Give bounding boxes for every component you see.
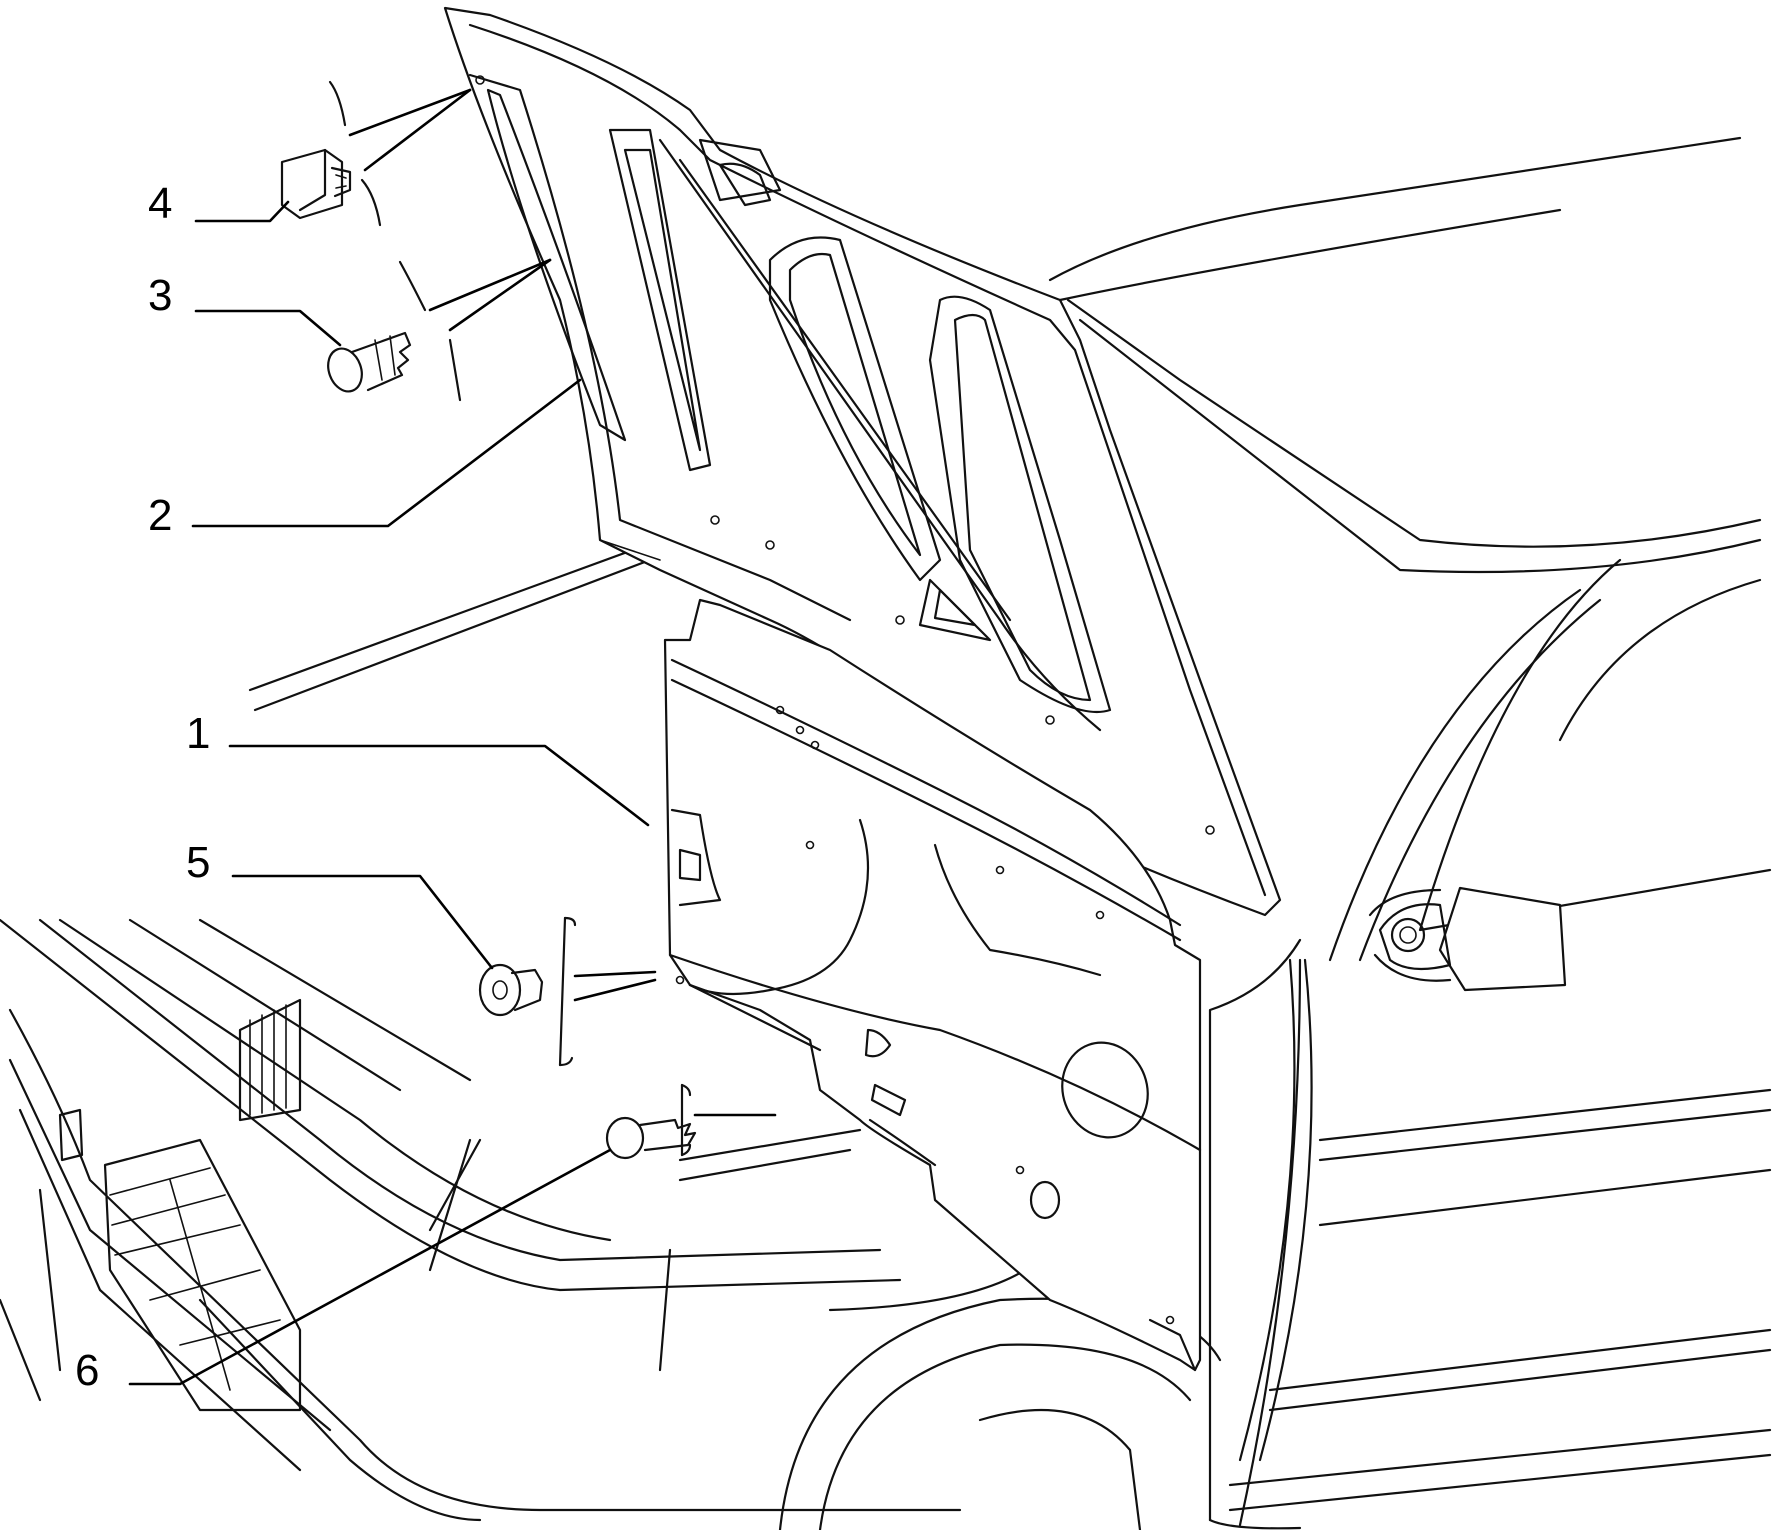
leader-lines (128, 88, 777, 1386)
callout-2: 2 (148, 491, 172, 540)
clip-part-4 (280, 148, 352, 220)
insulation-panel (663, 598, 1202, 1372)
screw-part-6 (605, 1116, 697, 1160)
callout-6: 6 (75, 1346, 99, 1395)
fastener-part-5 (478, 963, 544, 1017)
callout-4: 4 (148, 179, 172, 228)
car-body (0, 136, 1772, 1530)
screw-part-3 (327, 331, 412, 393)
callout-3: 3 (148, 271, 172, 320)
callout-1: 1 (186, 709, 210, 758)
callout-5: 5 (186, 838, 210, 887)
front-grille (58, 998, 302, 1412)
callout-numbers: 4 3 2 1 5 6 (75, 179, 210, 1395)
fastener-brackets (328, 80, 692, 1157)
